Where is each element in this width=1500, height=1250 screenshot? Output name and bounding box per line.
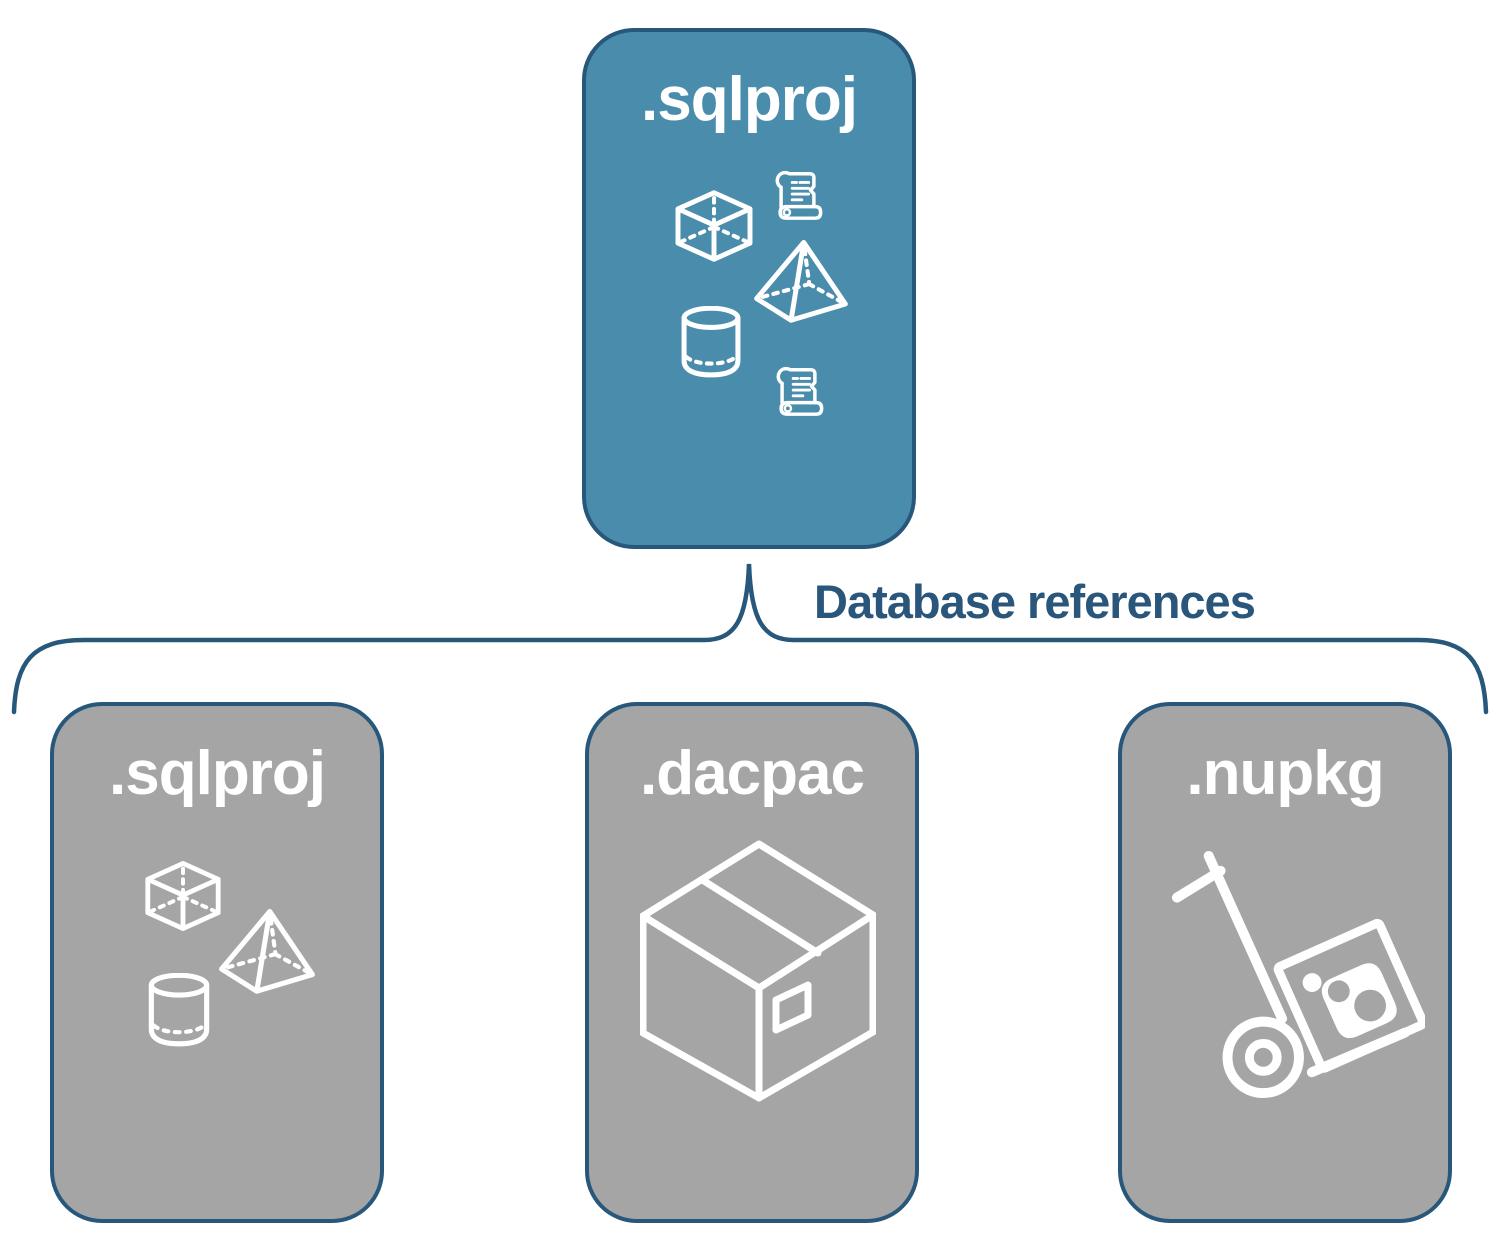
hand-truck-wheel [1222, 1016, 1304, 1099]
hand-truck-nuget-icon [1167, 846, 1425, 1104]
hand-truck-handle [1171, 865, 1226, 903]
root-card-title: .sqlproj [641, 65, 858, 134]
child-card-nupkg: .nupkg [1118, 702, 1452, 1223]
package-box-icon [640, 840, 876, 1102]
pyramid-icon [751, 237, 851, 323]
cube-icon [669, 187, 759, 265]
child-card-title: .nupkg [1186, 739, 1384, 808]
root-card-sqlproj: .sqlproj [582, 28, 916, 549]
connector-label: Database references [814, 575, 1256, 628]
hand-truck-shaft [1203, 850, 1288, 1024]
cube-icon [139, 858, 227, 934]
scroll-icon [768, 168, 826, 223]
child-card-title: .sqlproj [109, 739, 326, 808]
nuget-logo [1321, 963, 1397, 1039]
child-card-dacpac: .dacpac [585, 702, 919, 1223]
nuget-package [1273, 918, 1425, 1073]
child-card-sqlproj: .sqlproj [50, 702, 384, 1223]
pyramid-icon [216, 906, 318, 994]
child-card-title: .dacpac [640, 739, 865, 808]
cylinder-icon [679, 306, 743, 379]
cylinder-icon [146, 973, 212, 1048]
scroll-icon [769, 364, 827, 419]
